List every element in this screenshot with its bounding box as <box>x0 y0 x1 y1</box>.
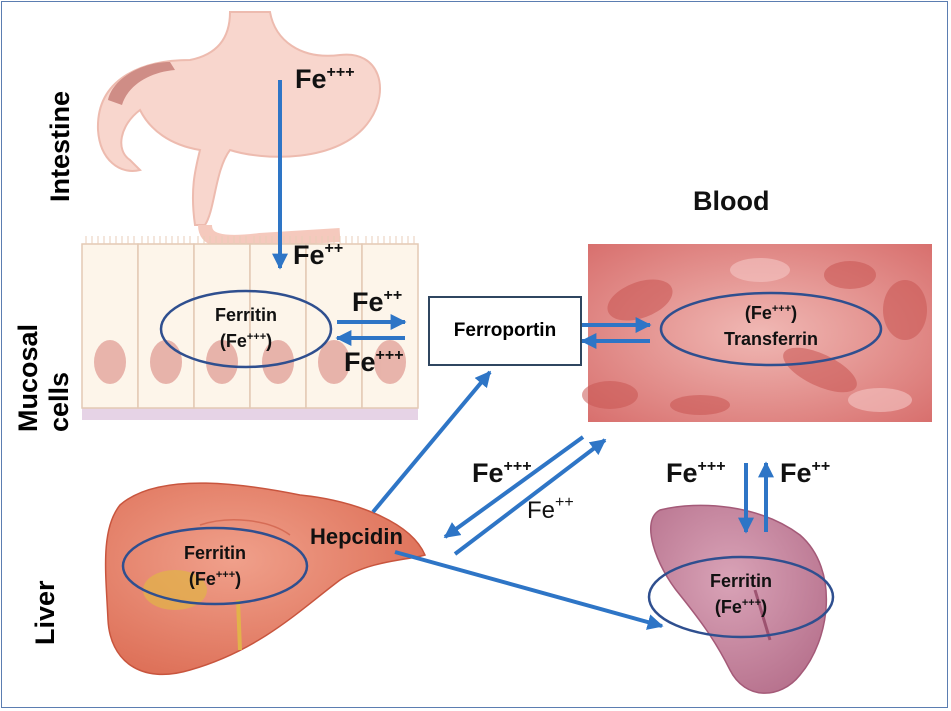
transferrin-text: (Fe+++) Transferrin <box>723 303 819 349</box>
arrow-liver-to-blood <box>453 438 607 556</box>
intestine-label: Intestine <box>45 90 75 202</box>
fe-ferrous-cells: Fe++ <box>293 240 344 270</box>
cells-label: cells <box>44 371 74 432</box>
liver-ferritin-ellipse <box>121 526 309 606</box>
mucosal-label: Mucosal <box>13 323 43 432</box>
ferroportin-box: Ferroportin <box>428 296 582 366</box>
fe-ferrous-spleen: Fe++ <box>780 458 831 488</box>
arrow-hepcidin-to-spleen <box>394 550 664 630</box>
spleen-ferritin-text: Ferritin (Fe+++) <box>709 571 772 617</box>
ferroportin-label: Ferroportin <box>453 320 557 341</box>
fe-ferric-import: Fe+++ <box>344 347 404 377</box>
fe-ferrous-export: Fe++ <box>352 287 403 317</box>
arrow-blood-to-liver <box>443 435 585 539</box>
blood-vessel-illustration <box>582 244 932 422</box>
hepcidin-label: Hepcidin <box>310 524 403 549</box>
fe-ferric-intestine: Fe+++ <box>295 64 355 94</box>
blood-label: Blood <box>693 186 770 216</box>
liver-label: Liver <box>30 580 60 645</box>
fe-ferric-spleen: Fe+++ <box>666 458 726 488</box>
mucosal-cells-illustration <box>81 236 419 420</box>
liver-ferritin-text: Ferritin (Fe+++) <box>183 543 246 589</box>
transferrin-ellipse <box>659 291 883 367</box>
spleen-illustration <box>650 504 827 694</box>
mucosal-ferritin-text: Ferritin (Fe+++) <box>214 305 277 351</box>
spleen-ferritin-ellipse <box>647 555 835 639</box>
fe-ferrous-liver-blood: Fe++ <box>527 494 574 525</box>
stomach-illustration <box>96 11 381 249</box>
arrow-hepcidin-to-ferroportin <box>371 370 492 514</box>
mucosal-ferritin-ellipse <box>159 289 333 369</box>
fe-ferric-blood-liver: Fe+++ <box>472 458 532 488</box>
